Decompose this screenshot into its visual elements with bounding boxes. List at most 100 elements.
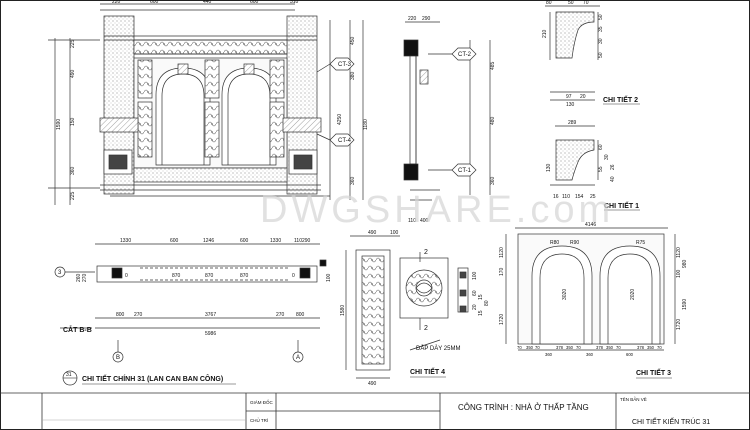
- detail-3-arch: [505, 227, 676, 351]
- detail-4-rosette: [399, 252, 469, 351]
- d2-side-dim-3: 35: [598, 26, 604, 32]
- plan-top-dim-5: 1330: [270, 238, 281, 244]
- panel-bottom-dim: 490: [368, 381, 377, 387]
- d1-side-dim-5: 26: [610, 164, 616, 170]
- title-label-lead: CHỦ TRÌ: [250, 417, 268, 423]
- section-right-dim-1: 485: [490, 61, 496, 70]
- detail-2-title: CHI TIẾT 2: [603, 94, 638, 104]
- d3-top-dim: 4146: [585, 222, 596, 228]
- detail-2-profile: [545, 5, 600, 101]
- d4-dim-1: 100: [472, 271, 478, 280]
- left-dim-1: 225: [70, 39, 76, 48]
- grid-marker-right: A: [296, 355, 300, 361]
- section-dim-2: 290: [422, 16, 431, 22]
- d3-right-dim-3: 100: [676, 269, 682, 278]
- plan-title-number: 31: [66, 372, 72, 378]
- watermark-text: DWGSHARE.com: [260, 189, 614, 231]
- right-dim-1: 450: [350, 36, 356, 45]
- d4-dim-4: 20: [472, 304, 478, 310]
- d2-bottom-dim-2: 20: [580, 94, 586, 100]
- left-dim-5: 225: [70, 191, 76, 200]
- grid-marker-3: 3: [58, 270, 62, 276]
- section-bottom-dim-1: 110: [408, 218, 416, 224]
- d3-bottom-dim: 360: [586, 352, 594, 357]
- d1-side-dim-4: 130: [546, 163, 552, 172]
- section-bottom-dim-2: 400: [420, 218, 429, 224]
- d1-bottom-dim-1: 16: [553, 194, 559, 200]
- panel-side-dim: 1580: [340, 305, 346, 316]
- d2-top-dim-1: 80: [546, 0, 552, 6]
- callout-ct3: CT-3: [338, 62, 352, 68]
- d3-bottom-dim: 360: [545, 352, 553, 357]
- d3-bottom-dim: 378: [556, 345, 564, 350]
- d3-radius-2: R90: [570, 240, 579, 246]
- section-label: CẮT B-B: [63, 325, 92, 334]
- d2-side-dim-1: 210: [542, 29, 548, 38]
- d3-bottom-dim: 378: [596, 345, 604, 350]
- plan-side-dim-2: 270: [82, 273, 88, 282]
- d3-bottom-dim: 600: [626, 352, 634, 357]
- d4-dim-2: 60: [472, 290, 478, 296]
- plan-inner-3: 870: [205, 273, 214, 279]
- top-dim-5: 310: [290, 0, 299, 5]
- d3-right-dim-5: 1720: [676, 319, 682, 330]
- top-dim-1: 220: [112, 0, 121, 5]
- section-dim-1: 220: [408, 16, 417, 22]
- d2-bottom-dim-1: 97: [566, 94, 572, 100]
- d3-bottom-dim: 350: [526, 345, 534, 350]
- d3-bottom-dim: 350: [566, 345, 574, 350]
- d3-left-dim-3: 1720: [499, 314, 505, 325]
- plan-inner-1: 0: [125, 273, 128, 279]
- callout-ct1: CT-1: [458, 168, 472, 174]
- plan-title: 31 CHI TIẾT CHÍNH 31 (LAN CAN BAN CÔNG): [62, 370, 236, 386]
- left-dim-2: 490: [70, 69, 76, 78]
- d1-top-dim: 289: [568, 120, 577, 126]
- sheet-label: TÊN BẢN VẼ: [620, 395, 647, 402]
- callout-ct2: CT-2: [458, 52, 472, 58]
- top-dim-3: 440: [203, 0, 212, 5]
- project-name: CÔNG TRÌNH : NHÀ Ở THẤP TẦNG: [458, 402, 589, 412]
- plan-bottom-dim-1: 800: [116, 312, 125, 318]
- d3-right-dim-1: 1120: [676, 247, 682, 258]
- plan-top-dim-3: 1246: [203, 238, 214, 244]
- d3-radius-1: R80: [550, 240, 559, 246]
- panel-top-dim-1: 490: [368, 230, 377, 236]
- d2-bottom-dim-3: 130: [566, 102, 575, 108]
- top-dim-4: 600: [250, 0, 259, 5]
- plan-inner-4: 870: [240, 273, 249, 279]
- plan-bottom-dim-3: 3767: [205, 312, 216, 318]
- right-dim-3: 1180: [363, 119, 369, 130]
- d4-dim-6: 15: [478, 310, 484, 316]
- d2-side-dim-4: 30: [598, 38, 604, 44]
- d1-bottom-dim-4: 25: [590, 194, 596, 200]
- ornament-panel: [345, 235, 400, 379]
- plan-inner-2: 870: [172, 273, 181, 279]
- d2-side-dim-5: 50: [598, 52, 604, 58]
- d4-dim-5: 80: [484, 300, 490, 306]
- d3-inner-dim-2: 2020: [630, 289, 636, 300]
- d3-bottom-dim: 70: [657, 345, 662, 350]
- d3-bottom-dim: 70: [535, 345, 540, 350]
- d3-left-dim-1: 1120: [499, 247, 505, 258]
- detail-1-profile: [550, 125, 599, 186]
- d1-side-dim-3: 55: [598, 166, 604, 172]
- left-dim-4: 360: [70, 166, 76, 175]
- d2-top-dim-3: 70: [583, 0, 589, 6]
- d3-right-dim-2: 980: [682, 259, 688, 268]
- d3-bottom-dim: 350: [606, 345, 614, 350]
- top-dim-2: 600: [150, 0, 159, 5]
- d1-bottom-dim-3: 154: [575, 194, 584, 200]
- sheet-name: CHI TIẾT KIẾN TRÚC 31: [632, 416, 710, 426]
- plan-bottom-dim-4: 270: [276, 312, 285, 318]
- plan-bottom-dim-5: 800: [296, 312, 305, 318]
- right-dim-2: 380: [350, 71, 356, 80]
- plan-bottom-dim-2: 270: [134, 312, 143, 318]
- detail-3-title: CHI TIẾT 3: [636, 367, 671, 377]
- plan-side-dim-3: 100: [326, 273, 332, 282]
- d1-side-dim-6: 40: [610, 176, 616, 182]
- section-cut: [403, 21, 491, 201]
- panel-top-dim-2: 100: [390, 230, 399, 236]
- d3-inner-dim-1: 3020: [562, 289, 568, 300]
- callout-ct4: CT-4: [338, 138, 352, 144]
